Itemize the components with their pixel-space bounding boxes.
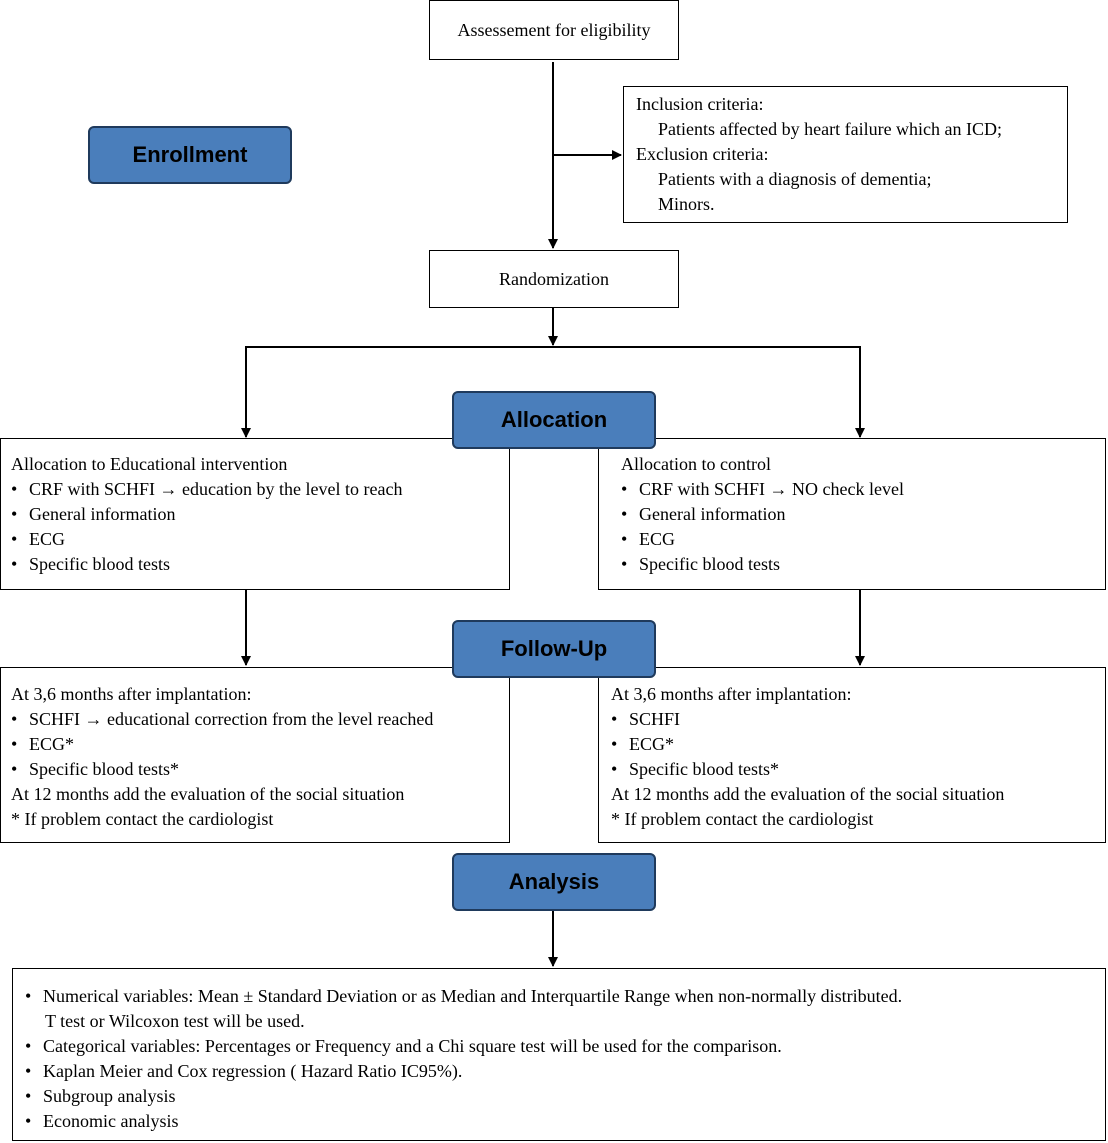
bullet: • [11,479,18,499]
list-item-text: ECG [29,529,65,549]
criteria-box: Inclusion criteria: Patients affected by… [623,86,1068,223]
list-item-text: Economic analysis [43,1111,179,1131]
bullet: • [621,479,628,499]
bullet: • [611,734,618,754]
bullet: • [611,709,618,729]
list-item-text: CRF with SCHFI → education by the level … [29,479,403,499]
list-item-text: Subgroup analysis [43,1086,176,1106]
list-item-text: Categorical variables: Percentages or Fr… [43,1036,782,1056]
bullet: • [621,504,628,524]
list-item-text: ECG* [29,734,74,754]
list-item-text: Specific blood tests [29,554,170,574]
bullet: • [11,709,18,729]
bullet: • [621,554,628,574]
followup-header: At 3,6 months after implantation: [611,684,852,704]
list-item-text: SCHFI → educational correction from the … [29,709,434,729]
allocation-stage: Allocation [452,391,656,449]
bullet: • [25,1111,32,1131]
bullet: • [611,759,618,779]
followup-header: At 3,6 months after implantation: [11,684,252,704]
allocation-control-title: Allocation to control [621,454,771,474]
bullet: • [11,734,18,754]
list-item-text: SCHFI [629,709,681,729]
bullet: • [621,529,628,549]
randomization-box: Randomization [429,250,679,308]
exclusion-header: Exclusion criteria: [636,144,769,164]
list-item-text: Specific blood tests* [29,759,179,779]
list-item: • General information [11,502,509,527]
bullet: • [25,1036,32,1056]
list-item: • CRF with SCHFI → NO check level [621,477,1105,502]
analysis-label: Analysis [508,869,600,894]
bullet: • [25,1086,32,1106]
list-item-text: General information [29,504,176,524]
enrollment-stage: Enrollment [88,126,292,184]
list-item-text: ECG* [629,734,674,754]
bullet: • [11,554,18,574]
allocation-control-box: Allocation to control • CRF with SCHFI → … [598,438,1106,590]
followup-intervention-box: At 3,6 months after implantation: • SCHFI… [0,667,510,843]
list-item: • Numerical variables: Mean ± Standard De… [25,984,1105,1009]
followup-control-box: At 3,6 months after implantation: • SCHFI… [598,667,1106,843]
list-item: • CRF with SCHFI → education by the level… [11,477,509,502]
exclusion-item: Minors. [658,194,715,214]
allocation-label: Allocation [500,407,608,432]
list-item: • Specific blood tests [621,552,1105,577]
list-item: • ECG [621,527,1105,552]
randomization-label: Randomization [499,268,609,289]
list-item: • Categorical variables: Percentages or F… [25,1034,1105,1059]
enrollment-label: Enrollment [132,142,248,167]
followup-stage: Follow-Up [452,620,656,678]
list-item: • Kaplan Meier and Cox regression ( Hazar… [25,1059,1105,1084]
list-item: • Economic analysis [25,1109,1105,1134]
list-item-text: CRF with SCHFI → NO check level [639,479,904,499]
list-item: • ECG* [611,732,1105,757]
bullet: • [25,1061,32,1081]
assessment-box: Assessement for eligibility [429,0,679,60]
bullet: • [11,759,18,779]
list-item-text: Specific blood tests* [629,759,779,779]
list-item-text: Numerical variables: Mean ± Standard Dev… [43,986,903,1006]
followup-note: * If problem contact the cardiologist [11,809,274,829]
list-item: • ECG* [11,732,509,757]
analysis-stage: Analysis [452,853,656,911]
list-item: • Specific blood tests [11,552,509,577]
exclusion-item: Patients with a diagnosis of dementia; [658,169,932,189]
followup-12-months: At 12 months add the evaluation of the s… [11,784,405,804]
list-item: • General information [621,502,1105,527]
inclusion-header: Inclusion criteria: [636,94,764,114]
list-item: • SCHFI → educational correction from the… [11,707,509,732]
bullet: • [11,504,18,524]
followup-12-months: At 12 months add the evaluation of the s… [611,784,1005,804]
inclusion-item: Patients affected by heart failure which… [658,119,1003,139]
list-item: • Specific blood tests* [611,757,1105,782]
analysis-box: • Numerical variables: Mean ± Standard De… [12,968,1106,1141]
list-item: • ECG [11,527,509,552]
assessment-label: Assessement for eligibility [457,19,651,40]
list-item: • Subgroup analysis [25,1084,1105,1109]
list-item: • Specific blood tests* [11,757,509,782]
followup-note: * If problem contact the cardiologist [611,809,874,829]
allocation-intervention-box: Allocation to Educational intervention •… [0,438,510,590]
bullet: • [11,529,18,549]
list-item: • SCHFI [611,707,1105,732]
allocation-intervention-title: Allocation to Educational intervention [11,454,288,474]
bullet: • [25,986,32,1006]
list-item-text: ECG [639,529,675,549]
list-item-text: Specific blood tests [639,554,780,574]
list-item-text: General information [639,504,786,524]
list-item-text: Kaplan Meier and Cox regression ( Hazard… [43,1061,463,1081]
list-item-continuation: T test or Wilcoxon test will be used. [45,1011,305,1031]
followup-label: Follow-Up [500,636,608,661]
